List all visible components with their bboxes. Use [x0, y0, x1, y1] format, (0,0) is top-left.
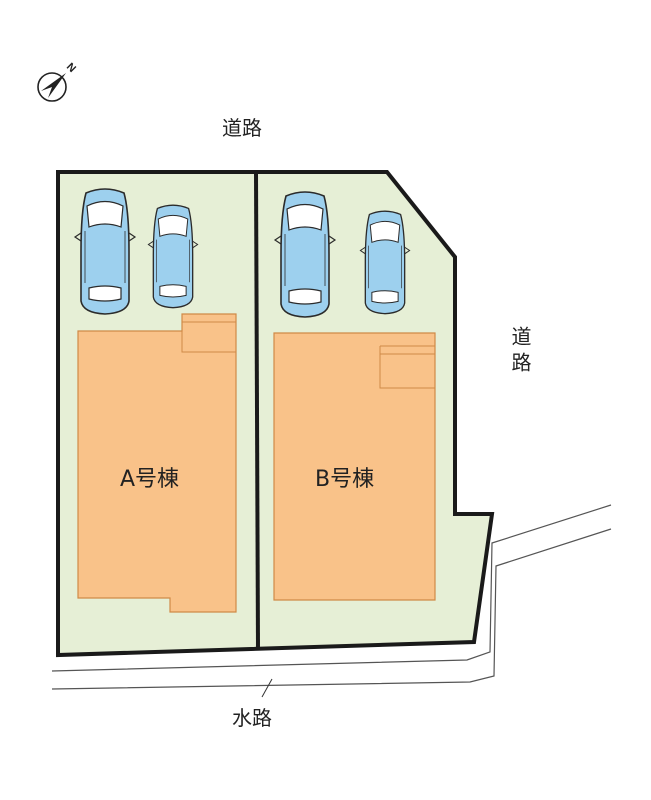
lot-divider — [254, 171, 260, 651]
waterway-label: 水路 — [232, 706, 272, 730]
building-a-label: A号棟 — [120, 467, 180, 492]
waterway-channel — [51, 504, 612, 690]
building-a-footprint — [77, 313, 237, 613]
car-b-large — [274, 191, 336, 318]
car-b-small — [359, 210, 411, 315]
car-a-large — [74, 188, 136, 315]
road-top-label: 道路 — [222, 116, 262, 140]
north-arrow-icon — [37, 72, 67, 102]
car-a-small — [147, 204, 199, 309]
building-b-label: B号棟 — [315, 467, 375, 492]
waterway-leader — [261, 678, 273, 698]
road-right-label: 道路 — [508, 326, 532, 378]
building-b-footprint — [273, 332, 436, 601]
